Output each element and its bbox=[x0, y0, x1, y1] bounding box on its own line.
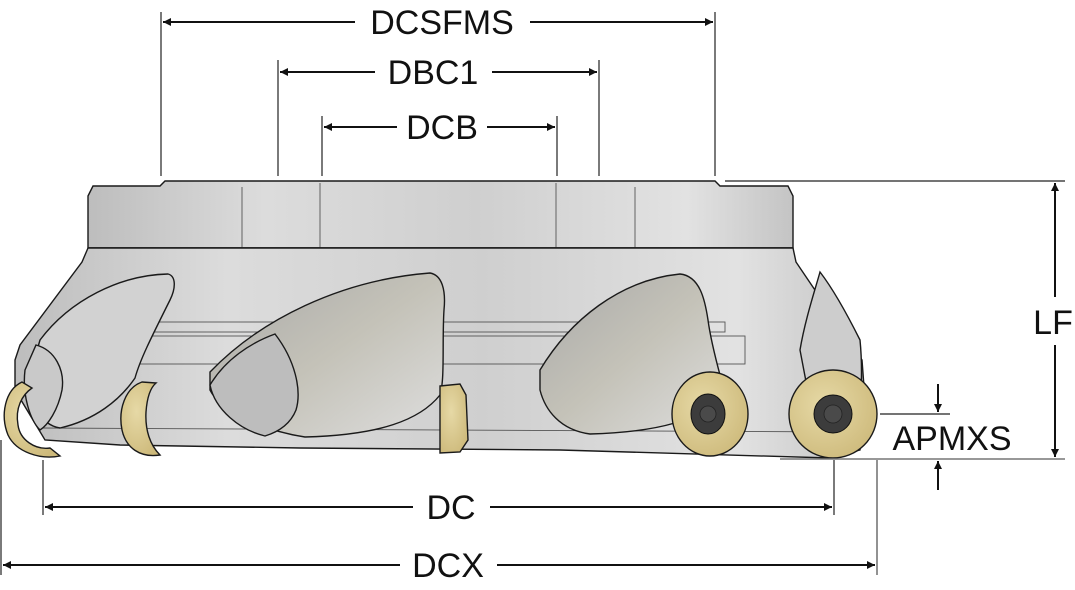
insert bbox=[439, 383, 469, 454]
dim-label-dbc1: DBC1 bbox=[388, 54, 479, 92]
body-flange bbox=[87, 180, 794, 249]
dim-label-apmxs: APMXS bbox=[892, 420, 1011, 458]
chip-pocket-face bbox=[209, 333, 299, 437]
insert-with-screw bbox=[788, 369, 878, 459]
chip-pocket-face bbox=[23, 344, 64, 431]
torx-screw-icon bbox=[823, 404, 843, 424]
dim-label-dcb: DCB bbox=[406, 109, 478, 147]
chip-pocket bbox=[29, 273, 175, 429]
dimension-labels: DCSFMS DBC1 DCB LF APMXS DC DCX bbox=[370, 4, 1073, 585]
dim-label-dcsfms: DCSFMS bbox=[370, 4, 514, 42]
insert bbox=[120, 381, 162, 457]
extension-lines bbox=[0, 12, 1065, 575]
torx-screw-icon bbox=[699, 405, 717, 423]
dim-label-lf: LF bbox=[1033, 304, 1073, 342]
cutter-body bbox=[14, 180, 866, 459]
insert bbox=[3, 381, 62, 458]
insert-with-screw bbox=[671, 371, 749, 457]
inserts bbox=[3, 369, 878, 459]
dimension-lines bbox=[3, 18, 1059, 569]
dim-label-dcx: DCX bbox=[412, 547, 484, 585]
dim-label-dc: DC bbox=[426, 489, 475, 527]
